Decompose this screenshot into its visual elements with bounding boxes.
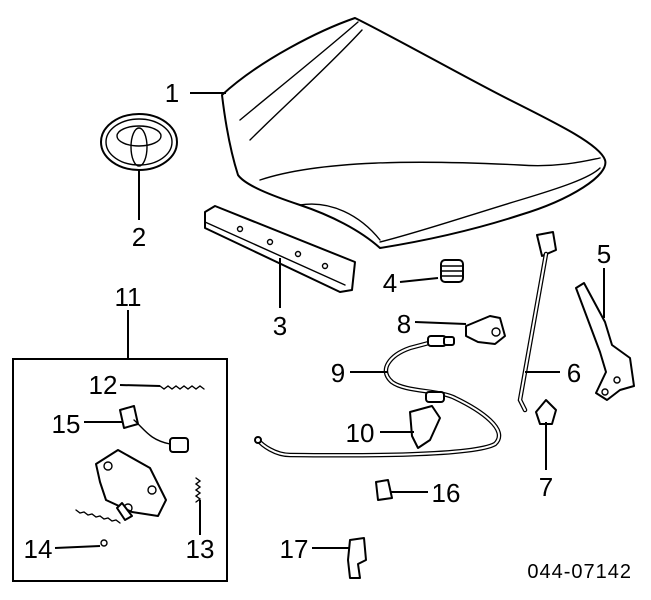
hood-switch-icon [119, 405, 189, 453]
callout-7: 7 [539, 472, 553, 502]
lock-pin-icon [75, 509, 121, 547]
hood-lock-assembly-icon [95, 449, 167, 521]
release-lever-icon [465, 315, 506, 345]
callout-13: 13 [186, 534, 215, 564]
callout-1: 1 [165, 78, 179, 108]
callout-2: 2 [132, 222, 146, 252]
lock-spring-small-icon [194, 477, 202, 503]
callout-10: 10 [346, 418, 375, 448]
toyota-emblem-icon [100, 113, 178, 171]
hood-seal-strip-icon [204, 205, 356, 293]
cable-connector-icon [347, 537, 367, 579]
cable-clip-icon [375, 479, 393, 501]
callout-6: 6 [567, 358, 581, 388]
leader-lines [54, 92, 605, 549]
hood-hinge-icon [575, 282, 635, 401]
release-cable-icon [254, 335, 502, 458]
callout-17: 17 [280, 534, 309, 564]
callout-8: 8 [397, 309, 411, 339]
callout-4: 4 [383, 268, 397, 298]
callout-3: 3 [273, 311, 287, 341]
support-rod-icon [517, 231, 557, 413]
callout-15: 15 [52, 409, 81, 439]
callout-16: 16 [432, 478, 461, 508]
lock-assembly-box [12, 358, 228, 582]
rod-holder-clip-icon [535, 399, 557, 425]
callout-5: 5 [597, 239, 611, 269]
callout-12: 12 [89, 370, 118, 400]
callout-9: 9 [331, 358, 345, 388]
hood-bumper-icon [440, 259, 464, 283]
lock-spring-icon [159, 385, 205, 390]
hood-panel-icon [221, 17, 607, 249]
callout-14: 14 [24, 534, 53, 564]
diagram-reference-code: 044-07142 [527, 561, 632, 583]
callout-11: 11 [115, 282, 142, 312]
